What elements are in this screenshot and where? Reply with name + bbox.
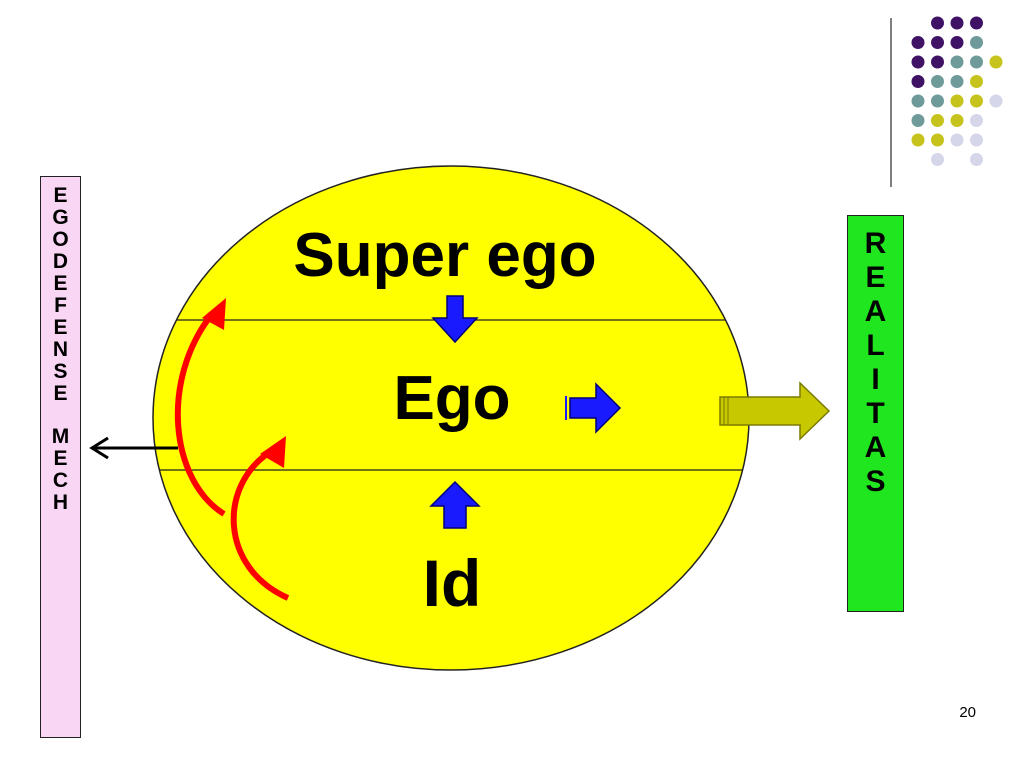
decorative-dot <box>950 55 964 69</box>
realitas-letter: T <box>866 397 885 430</box>
block-arrow-icon <box>719 381 831 441</box>
defense-letter: E <box>53 316 68 339</box>
decorative-dot <box>950 114 964 127</box>
defense-letter: G <box>52 206 69 229</box>
realitas-letter: E <box>865 261 886 294</box>
decorative-dot <box>989 55 1003 69</box>
decorative-dot <box>950 94 964 108</box>
superego-label: Super ego <box>293 221 597 290</box>
defense-letter: M <box>51 425 70 448</box>
defense-letter: F <box>54 294 67 317</box>
realitas-letter: I <box>871 363 880 396</box>
left-arrow-icon <box>89 436 178 460</box>
defense-letter: E <box>53 382 68 405</box>
up-arrow-icon <box>429 480 481 529</box>
decorative-dot <box>911 114 925 127</box>
page-number: 20 <box>959 704 976 721</box>
down-arrow-icon <box>431 295 479 344</box>
id-label: Id <box>422 546 482 620</box>
right-arrow-icon <box>565 382 622 434</box>
decorative-dot <box>931 94 944 108</box>
decorative-dot <box>931 36 944 49</box>
decorative-dot-grid <box>911 16 1003 166</box>
decorative-dot <box>931 55 944 69</box>
decorative-dot <box>931 16 944 30</box>
decorative-dot <box>911 75 925 88</box>
defense-letter: E <box>53 184 68 207</box>
decorative-dot <box>970 114 983 127</box>
ego-label: Ego <box>393 364 511 433</box>
decorative-dot <box>950 16 964 30</box>
defense-letter: N <box>52 338 69 361</box>
decorative-dot <box>970 94 983 108</box>
defense-letter: S <box>53 360 68 383</box>
defense-letter: E <box>53 447 68 470</box>
realitas-box: R E A L I T A S <box>847 215 904 612</box>
realitas-letter: S <box>865 465 886 498</box>
decorative-dot <box>970 55 983 69</box>
defense-letter: O <box>52 228 69 251</box>
realitas-letter: A <box>864 295 887 328</box>
decorative-dot <box>911 36 925 49</box>
realitas-letter: L <box>866 329 885 362</box>
defense-letter: C <box>52 469 69 492</box>
decorative-dot <box>970 133 983 147</box>
defense-letter: D <box>52 250 69 273</box>
decorative-dot <box>911 94 925 108</box>
decorative-dot <box>970 153 983 166</box>
decorative-dot <box>931 75 944 88</box>
decorative-dot <box>931 133 944 147</box>
defense-letter: E <box>53 272 68 295</box>
realitas-letter: R <box>864 227 887 260</box>
decorative-dot <box>931 114 944 127</box>
defense-mechanism-box: E G O D E F E N S E M E C H <box>40 176 81 738</box>
decorative-dot <box>911 55 925 69</box>
decorative-dot <box>970 16 983 30</box>
decorative-dot <box>970 36 983 49</box>
decorative-dot <box>950 36 964 49</box>
realitas-letter: A <box>864 431 887 464</box>
decorative-dot <box>931 153 944 166</box>
curved-arrow-icon <box>174 298 226 517</box>
decorative-dot <box>989 94 1003 108</box>
decorative-dot <box>970 75 983 88</box>
curved-arrow-icon <box>230 436 290 601</box>
decorative-dot <box>950 133 964 147</box>
decorative-dot <box>950 75 964 88</box>
decorative-dot <box>911 133 925 147</box>
defense-letter: H <box>52 491 69 514</box>
